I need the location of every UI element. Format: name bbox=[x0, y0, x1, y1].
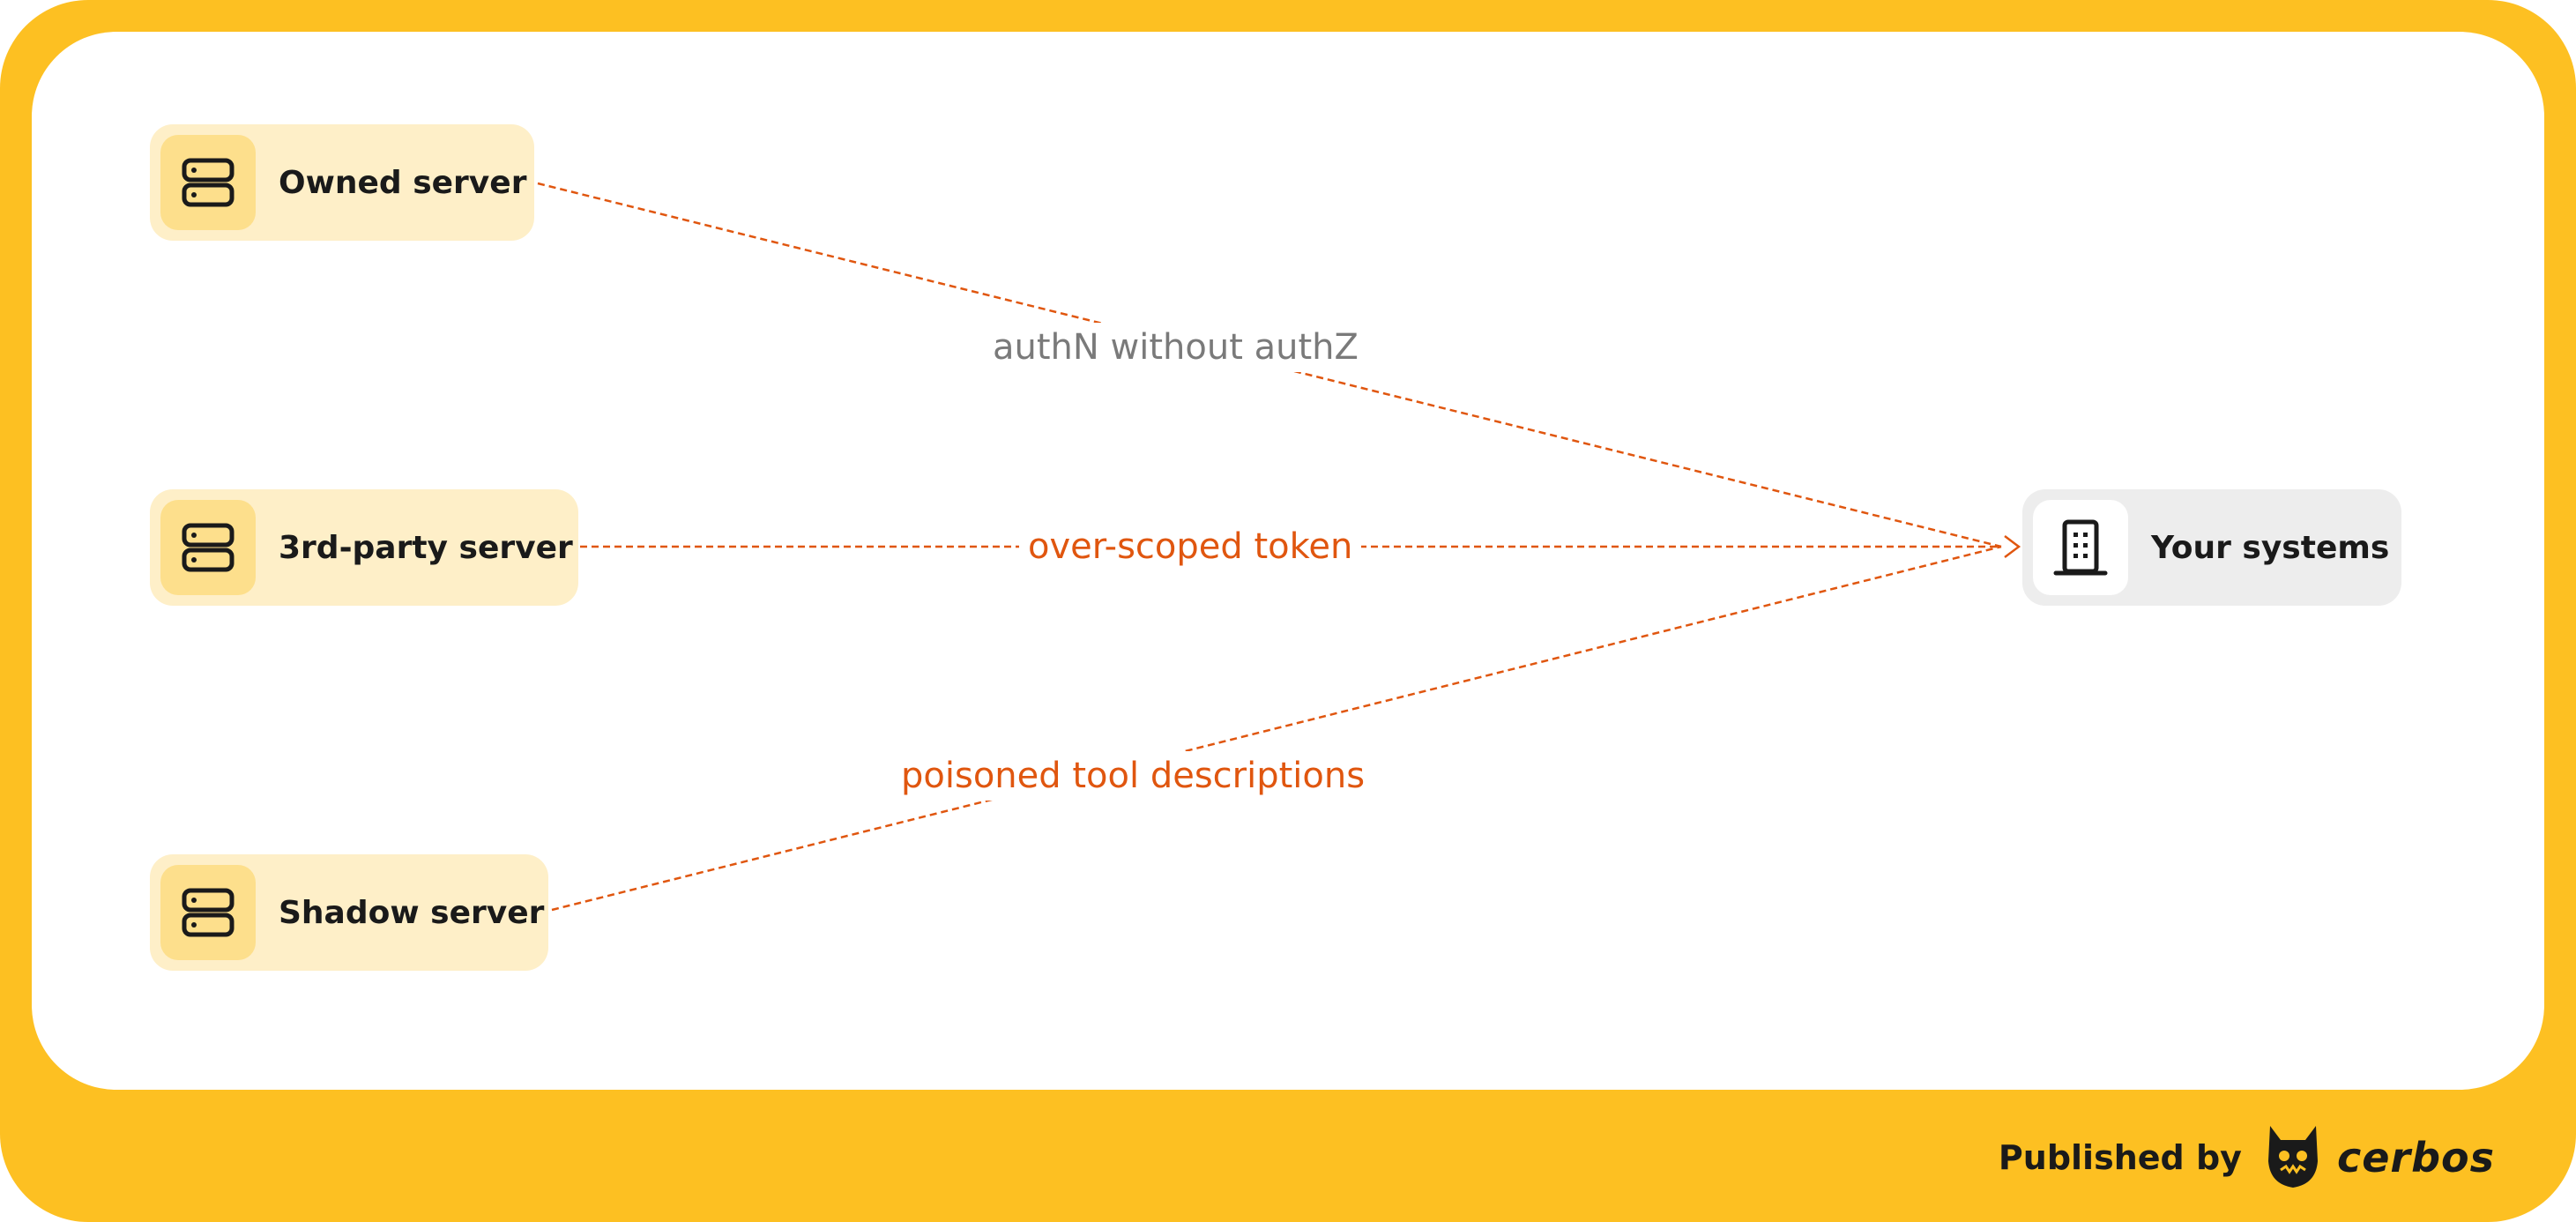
server-icon bbox=[160, 865, 256, 960]
node-label: Owned server bbox=[279, 164, 527, 201]
node-third-party-server: 3rd-party server bbox=[150, 489, 578, 606]
building-icon bbox=[2033, 500, 2128, 595]
node-owned-server: Owned server bbox=[150, 124, 534, 241]
node-your-systems: Your systems bbox=[2022, 489, 2401, 606]
node-label: Your systems bbox=[2151, 529, 2390, 566]
server-icon bbox=[160, 500, 256, 595]
cerbos-brand-wordmark: cerbos bbox=[2336, 1134, 2495, 1181]
edge-label-token: over-scoped token bbox=[1019, 522, 1362, 571]
edge-label-authn: authN without authZ bbox=[984, 323, 1367, 372]
published-by-label: Published by bbox=[1998, 1138, 2242, 1177]
arrowhead-icon bbox=[2004, 535, 2021, 558]
cerbos-mascot-logo-icon bbox=[2265, 1122, 2321, 1193]
footer: Published by cerbos bbox=[1999, 1118, 2495, 1197]
node-shadow-server: Shadow server bbox=[150, 854, 548, 971]
node-label: 3rd-party server bbox=[279, 529, 573, 566]
node-label: Shadow server bbox=[279, 894, 545, 931]
edge-shadow-to-systems bbox=[551, 545, 2002, 912]
server-icon bbox=[160, 135, 256, 230]
edge-label-poisoned: poisoned tool descriptions bbox=[892, 751, 1374, 801]
